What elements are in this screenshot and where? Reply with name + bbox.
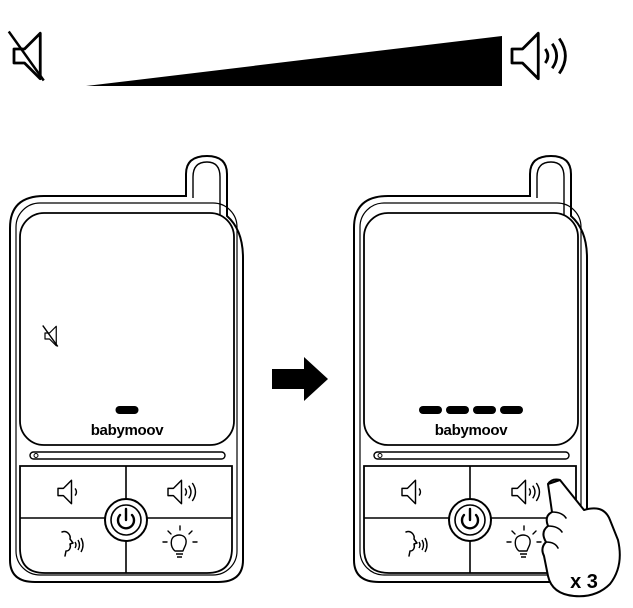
device-inner-rim [15, 202, 238, 576]
volume-led-segment [500, 406, 523, 414]
parent-unit-left: babymoov [9, 154, 244, 583]
screen [363, 212, 579, 446]
microphone-dot [377, 453, 383, 458]
antenna-inner [192, 161, 221, 220]
parent-unit-right: babymoov x 3 [353, 154, 621, 598]
pointing-hand-icon [541, 478, 621, 598]
power-button[interactable] [447, 497, 493, 543]
brand-logo: babymoov [91, 422, 165, 439]
screen-speaker-muted-icon [42, 325, 59, 347]
power-button[interactable] [103, 497, 149, 543]
brand-logo: babymoov [435, 422, 509, 439]
device-inner-rim [359, 202, 582, 576]
speaker-muted-icon [7, 30, 45, 82]
light-strip [373, 451, 570, 460]
antenna-inner [536, 161, 565, 220]
volume-led-segment [419, 406, 442, 414]
volume-wedge [86, 36, 502, 86]
speaker-loud-icon [510, 31, 567, 81]
arrow-right-icon [272, 357, 328, 401]
microphone-dot [33, 453, 39, 458]
screen [19, 212, 235, 446]
volume-led-segment [473, 406, 496, 414]
volume-led-bar [115, 406, 139, 414]
press-multiplier: x 3 [570, 571, 598, 593]
volume-led-segment [115, 406, 139, 414]
light-strip [29, 451, 226, 460]
volume-led-segment [446, 406, 469, 414]
volume-scale [7, 30, 567, 86]
volume-led-bar [419, 406, 523, 414]
